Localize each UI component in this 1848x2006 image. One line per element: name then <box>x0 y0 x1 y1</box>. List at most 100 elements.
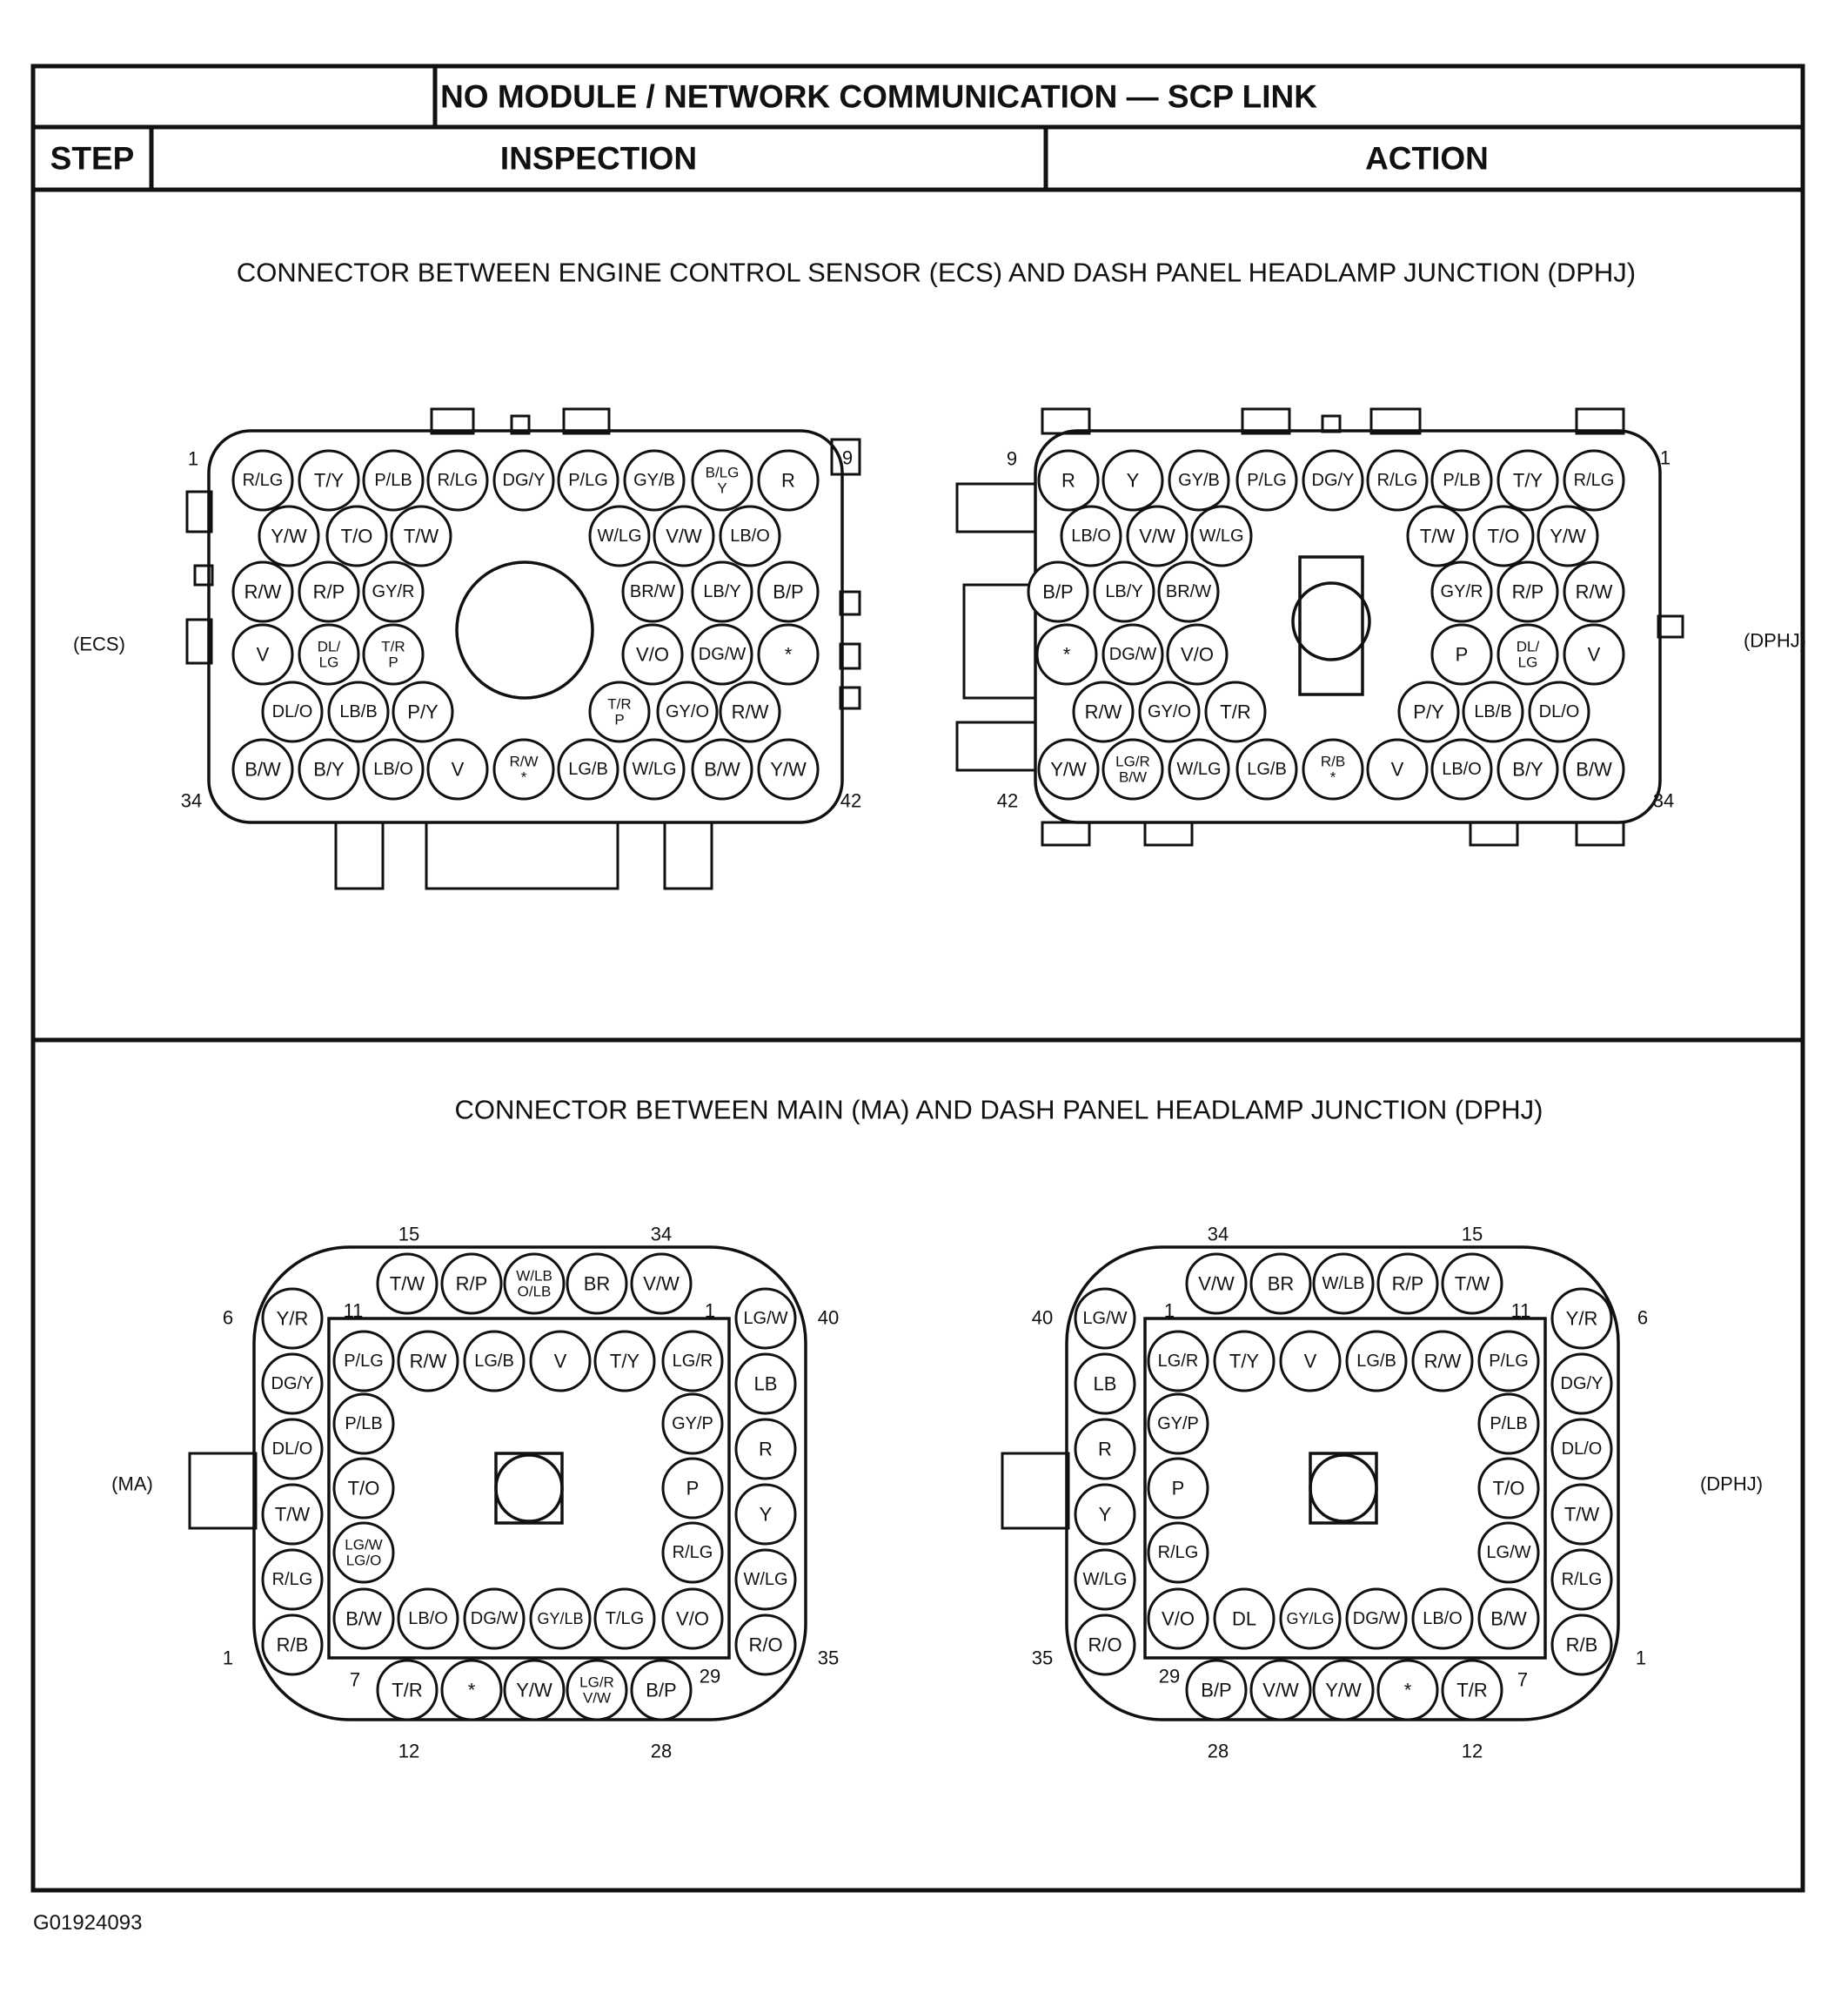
pin-circle <box>1430 449 1493 512</box>
pin-label: LB/B <box>1474 702 1511 721</box>
pin-circle <box>1345 1330 1408 1392</box>
pin-circle <box>397 1587 459 1650</box>
pin-circle <box>691 560 753 623</box>
pin-v: V <box>1563 623 1625 686</box>
pin-label: T/W <box>390 1273 425 1295</box>
pin-b-y: B/Y <box>1496 738 1559 801</box>
pin-label: R <box>1098 1439 1112 1460</box>
pin-circle <box>1528 681 1590 743</box>
pin-label: T/W <box>1455 1273 1490 1295</box>
cavity-number: 9 <box>1007 448 1017 470</box>
pin-circle <box>653 505 715 567</box>
pin-label: T/W <box>275 1504 311 1526</box>
pin-circle <box>1190 505 1253 567</box>
pin-v: V <box>1279 1330 1342 1392</box>
cavity-number: 7 <box>1517 1669 1528 1691</box>
pin-star: * <box>440 1659 503 1721</box>
pin-circle <box>593 1587 656 1650</box>
pin-dl-o: DL/O <box>1528 681 1590 743</box>
pin-label: V/W <box>666 526 702 547</box>
pin-circle <box>661 1392 724 1455</box>
pin-r-o: R/O <box>1074 1614 1136 1676</box>
pin-label: LB/O <box>1423 1609 1463 1628</box>
cavity-number: 12 <box>398 1741 419 1762</box>
pin-circle <box>325 505 388 567</box>
pin-circle <box>1496 623 1559 686</box>
pin-circle <box>757 560 820 623</box>
pin-label: T/W <box>1420 526 1456 547</box>
pin-circle <box>362 449 425 512</box>
pin-y-w: Y/W <box>1312 1659 1375 1721</box>
pin-circle <box>1072 681 1135 743</box>
pin-circle <box>261 1483 324 1546</box>
pin-circle <box>1074 1483 1136 1546</box>
pin-label: V/O <box>636 644 669 666</box>
pin-lb: LB <box>734 1352 797 1415</box>
pin-v-o: V/O <box>1166 623 1229 686</box>
pin-lb-o: LB/O <box>1411 1587 1474 1650</box>
pin-y-r: Y/R <box>1550 1287 1613 1350</box>
pin-w-lg: W/LG <box>588 505 651 567</box>
pin-circle <box>1563 738 1625 801</box>
pin-label: B/Y <box>1512 759 1543 781</box>
housing-tab <box>510 414 531 435</box>
pin-br: BR <box>1249 1252 1312 1315</box>
pin-b-w: B/W <box>332 1587 395 1650</box>
pin-dl-o: DL/O <box>261 681 324 743</box>
pin-circle <box>1168 449 1230 512</box>
pin-circle <box>503 1252 566 1315</box>
pin-lg-r: LG/R <box>661 1330 724 1392</box>
pin-r-lg: R/LG <box>231 449 294 512</box>
pin-lg-b: LG/B <box>557 738 619 801</box>
pin-circle <box>492 449 555 512</box>
pin-label: Y/W <box>770 759 807 781</box>
pin-t-y: T/Y <box>1213 1330 1276 1392</box>
cavity-number: 1 <box>188 448 198 470</box>
cavity-number: 40 <box>1032 1307 1053 1329</box>
pin-label: BR <box>1268 1273 1295 1295</box>
pin-circle <box>630 1659 693 1721</box>
section1-caption: CONNECTOR BETWEEN ENGINE CONTROL SENSOR … <box>237 258 1636 288</box>
pin-circle <box>623 449 686 512</box>
pin-label: Y/W <box>271 526 307 547</box>
pin-label: LB/O <box>1442 760 1482 779</box>
pin-dl: DL <box>1213 1587 1276 1650</box>
pin-circle <box>426 738 489 801</box>
pin-circle <box>1074 1352 1136 1415</box>
pin-label: T/W <box>1564 1504 1600 1526</box>
pin-label: R/LG <box>673 1543 713 1562</box>
pin-lb-o: LB/O <box>397 1587 459 1650</box>
pin-label: GY/B <box>633 471 675 490</box>
housing-tab <box>839 590 861 616</box>
pin-circle <box>1537 505 1599 567</box>
pin-dg-w: DG/W <box>691 623 753 686</box>
pin-dg-y: DG/Y <box>492 449 555 512</box>
pin-r-b: R/B <box>1550 1614 1613 1676</box>
pin-circle <box>1563 623 1625 686</box>
pin-y-w: Y/W <box>503 1659 566 1721</box>
pin-circle <box>757 449 820 512</box>
pin-circle <box>376 1252 439 1315</box>
table-frame <box>30 64 1805 1893</box>
pin-label: R/B <box>277 1634 309 1656</box>
cavity-number: 12 <box>1462 1741 1483 1762</box>
pin-label: T/R <box>381 639 405 655</box>
pin-circle <box>529 1587 592 1650</box>
pin-gy-lg: GY/LG <box>1279 1587 1342 1650</box>
pin-circle <box>1312 1252 1375 1315</box>
pin-label: GY/P <box>1157 1414 1199 1433</box>
pin-v-w: V/W <box>1249 1659 1312 1721</box>
pin-label: * <box>785 644 793 666</box>
pin-circle <box>426 449 489 512</box>
pin-circle <box>1477 1330 1540 1392</box>
pin-label: DL/O <box>1562 1439 1603 1459</box>
pin-circle <box>1035 623 1098 686</box>
pin-circle <box>1074 1287 1136 1350</box>
pin-label: B/Y <box>313 759 345 781</box>
pin-circle <box>661 1521 724 1584</box>
pin-label: LB/O <box>1071 527 1111 546</box>
pin-r-p: R/P <box>1376 1252 1439 1315</box>
pin-b-p: B/P <box>1027 560 1089 623</box>
pin-label: T/R <box>607 696 631 713</box>
